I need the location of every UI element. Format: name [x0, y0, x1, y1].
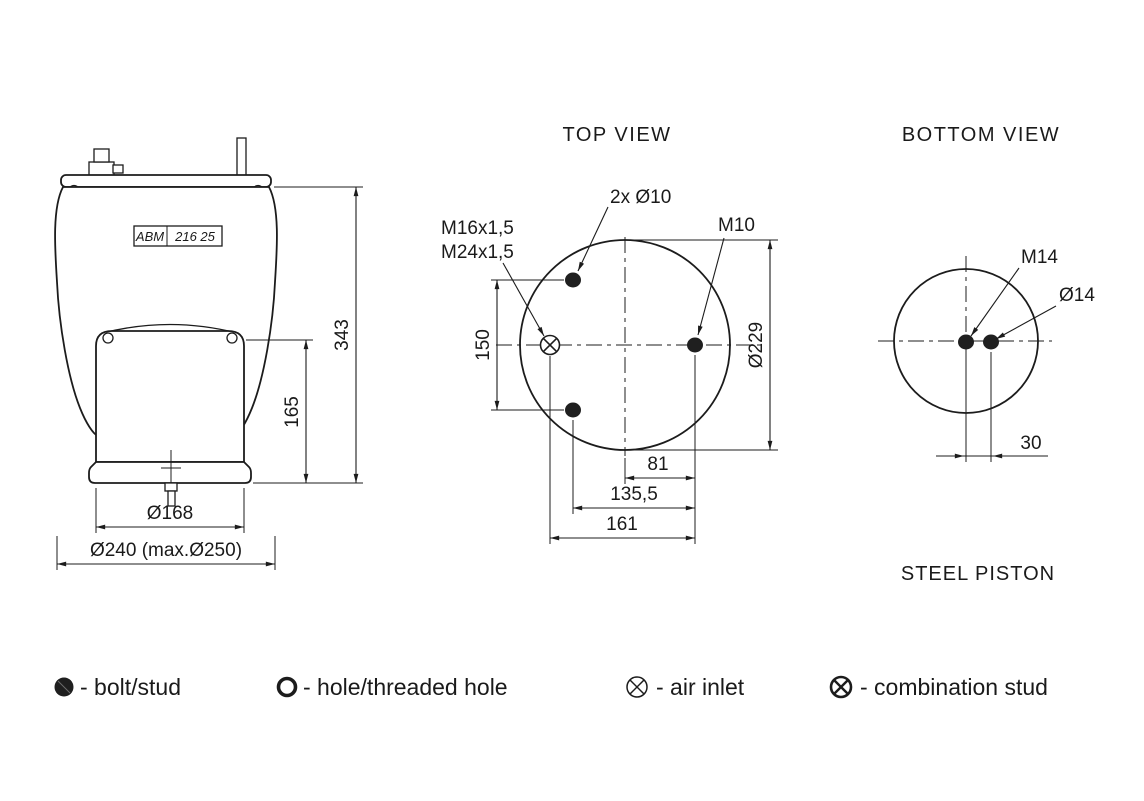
- label-stud-m14: M14: [1021, 247, 1058, 268]
- dim-piston-height: 165: [246, 339, 313, 483]
- leader-holes: [577, 206, 609, 272]
- bottom-view: BOTTOM VIEW M14 Ø14 30 STEEL PISTON: [878, 124, 1095, 585]
- piston-body: [95, 330, 245, 463]
- dim-value-240: Ø240 (max.Ø250): [90, 540, 242, 561]
- legend-item-air-inlet: - air inlet: [626, 674, 745, 700]
- legend-item-hole: - hole/threaded hole: [276, 674, 508, 700]
- steel-piston-caption: STEEL PISTON: [901, 563, 1055, 585]
- bottom-stud-collar: [164, 482, 178, 492]
- air-fitting-body: [93, 148, 110, 163]
- hole-threaded-hole-icon: [276, 676, 298, 698]
- leader-stud-right: [697, 237, 725, 336]
- part-label-brand: ABM: [135, 229, 164, 244]
- dim-piston-diameter: Ø168: [95, 488, 245, 533]
- leader-stud-m14: [970, 267, 1020, 337]
- legend-item-bolt-stud: - bolt/stud: [54, 674, 181, 700]
- dim-value-229: Ø229: [746, 322, 767, 368]
- label-hole-d14: Ø14: [1059, 285, 1095, 306]
- dim-value-30: 30: [1020, 433, 1041, 454]
- dim-value-168: Ø168: [147, 503, 193, 524]
- dim-center-to-stud: 81: [624, 355, 696, 544]
- legend-item-combination-stud: - combination stud: [829, 674, 1048, 700]
- dim-value-165: 165: [282, 396, 303, 428]
- bottom-view-title: BOTTOM VIEW: [902, 124, 1060, 146]
- bolt-stud-hatch: [57, 680, 71, 694]
- piston-base-flange: [88, 461, 252, 484]
- dim-value-161: 161: [606, 514, 638, 535]
- legend-label-bolt-stud: - bolt/stud: [80, 674, 181, 700]
- label-stud-right: M10: [718, 215, 755, 236]
- side-view: ABM 216 25 343 165 Ø1: [54, 137, 363, 570]
- dim-inlet-to-stud: 161: [549, 356, 695, 544]
- stud-m14-icon: [958, 334, 974, 350]
- bottom-stud: [167, 490, 176, 507]
- part-label-frame: [133, 225, 223, 247]
- dim-offset-30: 30: [936, 352, 1048, 462]
- bolt-bottom-icon: [565, 402, 581, 418]
- dim-value-135-5: 135,5: [610, 484, 658, 505]
- legend-label-combination-stud: - combination stud: [860, 674, 1048, 700]
- part-label-box: ABM 216 25: [133, 225, 223, 247]
- label-air-inlet-thread-1: M16x1,5: [441, 218, 514, 239]
- piston-curl-right: [226, 332, 238, 344]
- top-view: TOP VIEW 2x Ø10 M10 M16x1,5 M24x1,5 150: [441, 124, 778, 544]
- stud-right-icon: [687, 337, 703, 353]
- dim-total-height: 343: [253, 186, 363, 484]
- combination-stud-air-inlet-icon: [539, 334, 561, 356]
- bead-plate: [60, 174, 272, 188]
- leader-hole-d14: [995, 305, 1057, 340]
- air-fitting-elbow: [112, 164, 124, 174]
- top-stud: [236, 137, 247, 178]
- hole-d14-icon: [983, 334, 999, 350]
- bolt-top-icon: [565, 272, 581, 288]
- air-inlet-cross-2: [542, 337, 558, 353]
- piston-curl-left: [102, 332, 114, 344]
- leader-air-inlet: [502, 262, 545, 337]
- top-view-title: TOP VIEW: [562, 124, 671, 146]
- dim-bolt-spacing: 150: [473, 279, 564, 411]
- air-inlet-cross-2: [629, 679, 645, 695]
- legend-label-hole: - hole/threaded hole: [303, 674, 508, 700]
- dim-max-diameter: Ø240 (max.Ø250): [56, 536, 276, 570]
- label-holes: 2x Ø10: [610, 187, 671, 208]
- legend: - bolt/stud - hole/threaded hole - air i…: [54, 674, 1048, 700]
- label-air-inlet-thread-2: M24x1,5: [441, 242, 514, 263]
- part-label-number: 216 25: [174, 229, 216, 244]
- dim-value-150: 150: [473, 329, 494, 361]
- combination-stud-cross-2: [833, 679, 849, 695]
- dim-plate-diameter: Ø229: [628, 239, 778, 451]
- dim-value-343: 343: [332, 319, 353, 351]
- legend-label-air-inlet: - air inlet: [656, 674, 745, 700]
- dim-value-81: 81: [647, 454, 668, 475]
- dim-bolts-to-stud: 135,5: [572, 420, 695, 514]
